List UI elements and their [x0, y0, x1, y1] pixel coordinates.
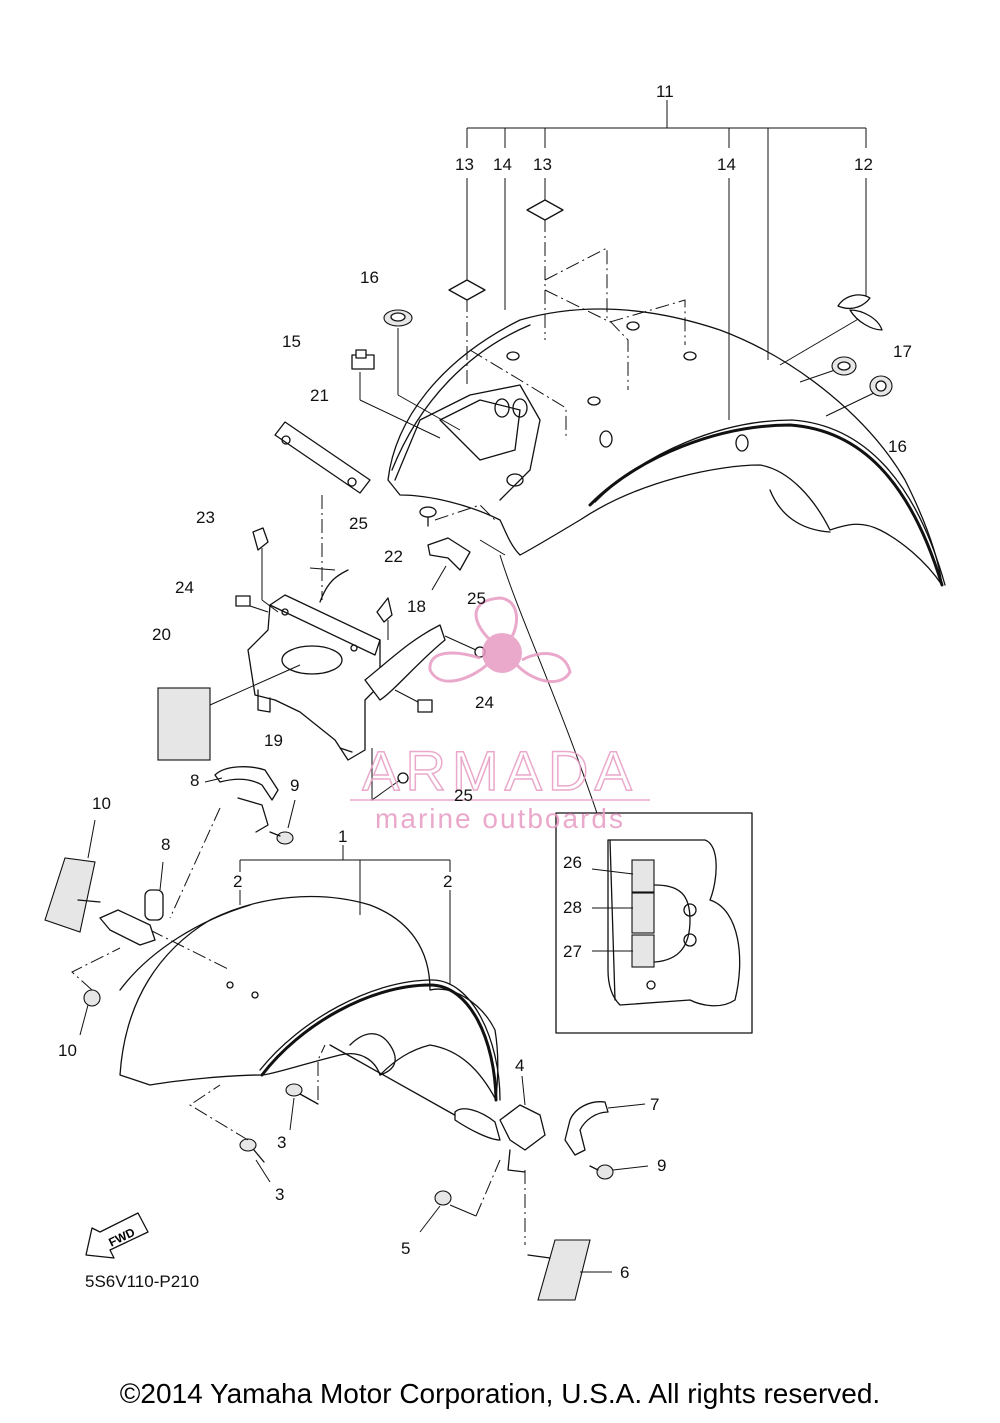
callout-21: 21 — [310, 386, 329, 405]
stay-4 — [329, 1044, 546, 1173]
bolt-3-upper — [285, 1044, 326, 1131]
callout-17: 17 — [893, 342, 912, 361]
callout-8-low: 9 — [657, 1156, 666, 1175]
clip-23 — [252, 527, 269, 551]
strip-21 — [274, 421, 371, 600]
pad-24-left — [235, 595, 251, 607]
callout-11: 11 — [656, 82, 674, 101]
callout-10-low: 5 — [401, 1239, 410, 1258]
leader-lines-front — [239, 845, 451, 985]
stay-5 — [99, 861, 164, 946]
watermark-tagline: marine outboards — [375, 803, 625, 834]
callout-5: 8 — [161, 835, 170, 854]
bracket-7 — [169, 766, 279, 919]
screw-25-low — [371, 748, 409, 801]
callout-14-a: 14 — [493, 155, 512, 174]
callout-24-right: 24 — [475, 693, 494, 712]
watermark-brand: ARMADA — [362, 739, 638, 802]
grommet-16-right — [869, 375, 893, 397]
bolt-8-top — [269, 799, 296, 845]
grommet-16-top — [383, 309, 413, 327]
bracket-18 — [427, 537, 506, 591]
callout-16-top: 16 — [360, 268, 379, 287]
callout-24-left: 24 — [175, 578, 194, 597]
callout-25-mid: 25 — [467, 589, 486, 608]
bracket-6 — [564, 1101, 646, 1156]
callout-22: 22 — [384, 547, 403, 566]
front-fender-drawing — [119, 895, 501, 1102]
callout-15: 15 — [282, 332, 301, 351]
callout-13-a: 13 — [455, 155, 474, 174]
emblem-12 — [837, 294, 883, 331]
decal-13-b — [526, 199, 564, 221]
diagram-code: 5S6V110-P210 — [85, 1272, 199, 1291]
clip-22 — [376, 597, 393, 623]
bolt-3-lower — [189, 1084, 271, 1183]
callout-26: 26 — [563, 853, 582, 872]
nut-10-left — [71, 947, 121, 1036]
callout-13-b: 13 — [533, 155, 552, 174]
callout-10-left: 10 — [58, 1041, 77, 1060]
screw-25-top — [419, 504, 496, 527]
callout-8-top: 9 — [290, 776, 299, 795]
callout-19: 19 — [264, 731, 283, 750]
callout-9-right: 6 — [620, 1263, 629, 1282]
callout-25-low: 25 — [454, 786, 473, 805]
decal-13-a — [448, 279, 486, 301]
callout-20: 20 — [152, 625, 171, 644]
pad-24-right — [417, 699, 433, 713]
callout-16-right: 16 — [888, 437, 907, 456]
grommet-17 — [831, 356, 857, 376]
callout-6: 7 — [650, 1095, 659, 1114]
propeller-icon — [428, 596, 572, 683]
copyright-notice: ©2014 Yamaha Motor Corporation, U.S.A. A… — [119, 1378, 881, 1409]
fwd-arrow-icon: FWD — [85, 1212, 149, 1259]
callout-1: 1 — [338, 827, 347, 846]
watermark-logo: ARMADA marine outboards — [350, 596, 650, 834]
leader-lines-top — [466, 100, 877, 440]
bolt-8-low — [589, 1164, 649, 1180]
callout-12: 12 — [854, 155, 873, 174]
callout-9-left: 10 — [92, 794, 111, 813]
rear-fender-drawing — [387, 308, 946, 587]
callout-18: 18 — [407, 597, 426, 616]
bracket-19 — [247, 567, 446, 761]
callout-25-top: 25 — [349, 514, 368, 533]
callout-labels: 11 13 14 13 14 12 16 15 17 21 16 23 25 2… — [58, 82, 912, 1291]
callout-7: 8 — [190, 771, 199, 790]
callout-2-left: 2 — [233, 872, 242, 891]
callout-3-upper: 3 — [277, 1133, 286, 1152]
callout-2-right: 2 — [443, 872, 452, 891]
nut-10-low — [419, 1159, 501, 1233]
connector-15 — [351, 349, 441, 439]
reflector-9-right — [524, 1170, 612, 1301]
callout-27: 27 — [563, 942, 582, 961]
callout-3-lower: 3 — [275, 1185, 284, 1204]
reflector-9-left — [44, 819, 101, 933]
callout-14-b: 14 — [717, 155, 736, 174]
callout-28: 28 — [563, 898, 582, 917]
plate-20 — [157, 664, 301, 761]
inset-detail — [555, 812, 753, 1034]
callout-4: 4 — [515, 1056, 524, 1075]
callout-23: 23 — [196, 508, 215, 527]
